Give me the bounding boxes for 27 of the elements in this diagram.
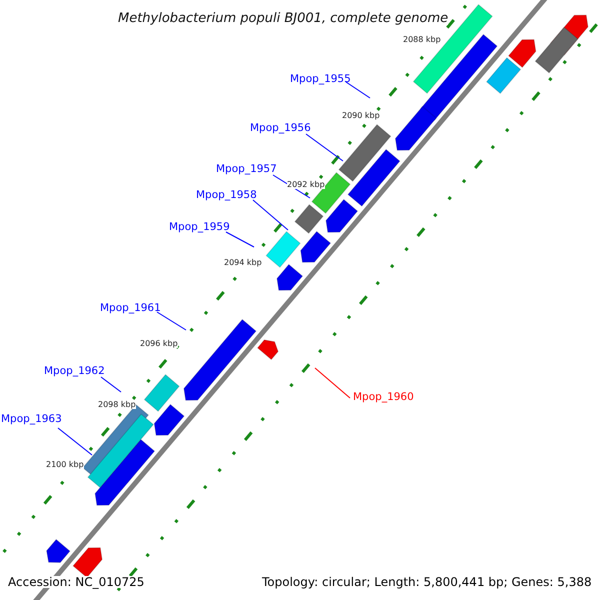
footer-text: Topology: circular; Length: 5,800,441 bp; Genes: 5,388 bbox=[262, 576, 592, 588]
leader-line bbox=[346, 82, 370, 98]
scale-label: 2092 kbp bbox=[287, 181, 325, 189]
gene-label: Mpop_1959 bbox=[169, 222, 230, 232]
gene-label: Mpop_1955 bbox=[290, 74, 351, 84]
scale-label: 2088 kbp bbox=[403, 36, 441, 44]
leader-line bbox=[314, 368, 350, 398]
gene-label: Mpop_1960 bbox=[353, 392, 414, 402]
leader-line bbox=[226, 232, 254, 248]
leader-line bbox=[252, 200, 288, 230]
leader-line bbox=[100, 376, 122, 392]
scale-label: 2094 kbp bbox=[224, 259, 262, 267]
scale-label: 2098 kbp bbox=[98, 401, 136, 409]
gene-label: Mpop_1962 bbox=[44, 366, 105, 376]
leader-line bbox=[306, 134, 344, 162]
gene-label: Mpop_1961 bbox=[100, 303, 161, 314]
scale-label: 2100 kbp bbox=[46, 461, 84, 469]
leader-line bbox=[58, 428, 92, 456]
footer-text: Accession: NC_010725 bbox=[8, 576, 144, 588]
gene-label: Mpop_1957 bbox=[216, 164, 277, 174]
leader-line bbox=[156, 312, 186, 330]
scale-label: 2096 kbp bbox=[140, 340, 178, 348]
gene-label: Mpop_1956 bbox=[250, 123, 311, 134]
scale-label: 2090 kbp bbox=[342, 112, 380, 120]
diagram-title: Methylobacterium populi BJ001, complete genome bbox=[118, 12, 448, 25]
gene-label: Mpop_1958 bbox=[196, 190, 257, 200]
gene-label: Mpop_1963 bbox=[1, 414, 62, 424]
